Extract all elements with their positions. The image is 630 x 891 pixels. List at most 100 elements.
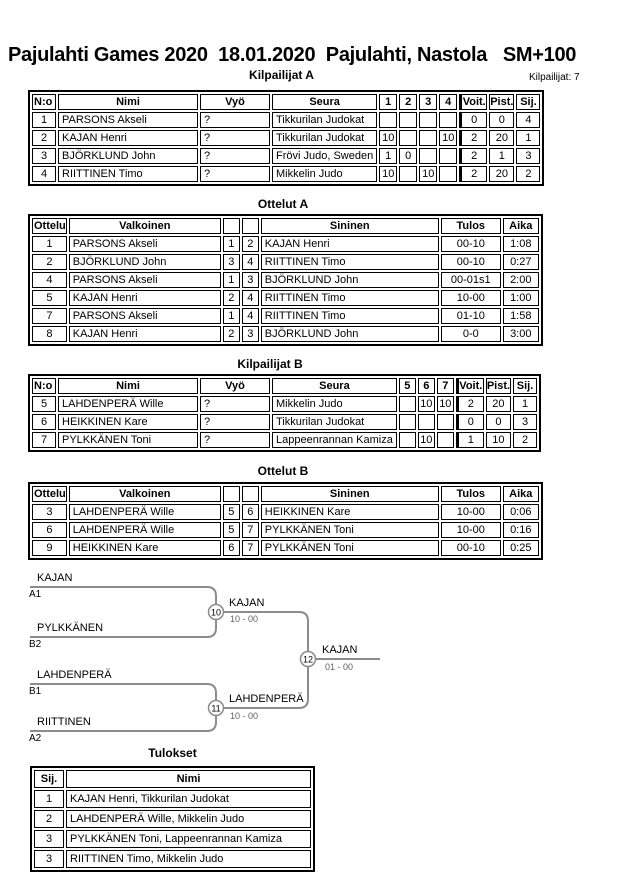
blue-number: 3 — [241, 326, 259, 342]
match-time: 0:27 — [502, 254, 539, 270]
place-value: 1 — [513, 396, 538, 412]
blue-competitor: RIITTINEN Timo — [260, 308, 439, 324]
matches-b-heading: Ottelut B — [257, 464, 309, 478]
blue-competitor: BJÖRKLUND John — [260, 326, 439, 342]
match-time: 3:00 — [502, 326, 539, 342]
place-value: 3 — [516, 148, 541, 164]
wins-value: 2 — [459, 148, 488, 164]
bracket-slot-seed: B2 — [29, 639, 42, 650]
pool-a-row: 4 RIITTINEN Timo ? Mikkelin Judo 10 10 2… — [32, 166, 541, 182]
blue-number: 7 — [241, 540, 259, 556]
pool-a-row: 2 KAJAN Henri ? Tikkurilan Judokat 10 10… — [32, 130, 541, 146]
blue-competitor: KAJAN Henri — [260, 236, 439, 252]
score-vs-3 — [419, 130, 438, 146]
result-place: 1 — [34, 790, 64, 808]
competitor-club: Tikkurilan Judokat — [272, 112, 378, 128]
col-header-opp4: 4 — [439, 94, 458, 110]
pool-b-heading: Kilpailijat B — [237, 357, 303, 371]
bracket-line-slot-b2 — [30, 620, 217, 638]
col-header-no: N:o — [32, 378, 56, 394]
col-header-belt: Vyö — [200, 378, 270, 394]
competitor-name: BJÖRKLUND John — [58, 148, 198, 164]
match-number: 2 — [32, 254, 67, 270]
score-vs-2 — [399, 166, 418, 182]
pool-b-table: N:o Nimi Vyö Seura 5 6 7 Voit. Pist. Sij… — [28, 374, 542, 452]
blue-number: 6 — [241, 504, 259, 520]
competitor-belt: ? — [200, 130, 270, 146]
competitor-belt: ? — [200, 396, 270, 412]
competitor-name: HEIKKINEN Kare — [58, 414, 198, 430]
points-value: 10 — [485, 432, 512, 448]
match-result: 00-10 — [440, 254, 501, 270]
white-number: 5 — [222, 504, 240, 520]
match-number: 9 — [32, 540, 67, 556]
result-place: 3 — [34, 850, 64, 868]
col-header-name: Nimi — [58, 378, 198, 394]
score-vs-2 — [399, 112, 418, 128]
match-number: 6 — [32, 522, 67, 538]
score-vs-4: 10 — [439, 130, 458, 146]
participant-count: Kilpailijat: 7 — [529, 72, 580, 83]
bracket-slot-name: KAJAN — [37, 572, 73, 584]
score-vs-1: 10 — [379, 130, 398, 146]
col-header-result: Tulos — [440, 218, 501, 234]
white-competitor: BJÖRKLUND John — [68, 254, 221, 270]
place-value: 1 — [516, 130, 541, 146]
score-vs-6 — [417, 414, 435, 430]
wins-value: 2 — [455, 396, 484, 412]
blue-competitor: RIITTINEN Timo — [260, 290, 439, 306]
score-vs-5 — [398, 414, 416, 430]
points-value: 1 — [489, 148, 515, 164]
white-competitor: HEIKKINEN Kare — [68, 540, 221, 556]
white-competitor: PARSONS Akseli — [68, 236, 221, 252]
white-number: 2 — [222, 326, 240, 342]
wins-value: 0 — [459, 112, 488, 128]
match-11-circle — [207, 699, 225, 717]
match-12-number: 12 — [303, 655, 313, 665]
matches-a-header-row: Ottelu Valkoinen Sininen Tulos Aika — [32, 218, 539, 234]
place-value: 3 — [513, 414, 538, 430]
competitor-belt: ? — [200, 432, 270, 448]
pool-a-heading: Kilpailijat A — [249, 68, 314, 82]
score-vs-2: 0 — [399, 148, 418, 164]
col-header-place: Sij. — [516, 94, 541, 110]
matches-a-heading: Ottelut A — [257, 197, 309, 211]
page-title: Pajulahti Games 2020 18.01.2020 Pajulaht… — [8, 44, 577, 66]
match-time: 0:25 — [502, 540, 539, 556]
match-result: 10-00 — [440, 522, 501, 538]
match-10-number: 10 — [211, 608, 221, 618]
matches-a-table: Ottelu Valkoinen Sininen Tulos Aika 1 PA… — [28, 214, 543, 346]
white-number: 1 — [222, 308, 240, 324]
score-vs-3: 10 — [419, 166, 438, 182]
col-header-points: Pist. — [489, 94, 515, 110]
pool-a-table: N:o Nimi Vyö Seura 1 2 3 4 Voit. Pist. S… — [28, 90, 545, 186]
match-number: 4 — [32, 272, 67, 288]
competitor-belt: ? — [200, 166, 270, 182]
white-competitor: KAJAN Henri — [68, 326, 221, 342]
match-number: 8 — [32, 326, 67, 342]
col-header-blue-no — [241, 486, 259, 502]
semifinal-2-winner: LAHDENPERÄ — [229, 693, 304, 705]
col-header-blue: Sininen — [260, 218, 439, 234]
match-result: 00-10 — [440, 540, 501, 556]
col-header-club: Seura — [272, 94, 378, 110]
col-header-opp2: 2 — [399, 94, 418, 110]
semifinal-1-score: 10 - 00 — [230, 614, 259, 624]
points-value: 20 — [485, 396, 512, 412]
score-vs-4 — [439, 166, 458, 182]
result-name: PYLKKÄNEN Toni, Lappeenrannan Kamiza — [66, 830, 311, 848]
match-number: 5 — [32, 290, 67, 306]
competitor-number: 2 — [32, 130, 56, 146]
col-header-opp6: 6 — [417, 378, 435, 394]
results-row: 3 PYLKKÄNEN Toni, Lappeenrannan Kamiza — [34, 830, 311, 848]
white-number: 2 — [222, 290, 240, 306]
score-vs-4 — [439, 112, 458, 128]
competitor-club: Lappeenrannan Kamiza — [272, 432, 397, 448]
match-number: 1 — [32, 236, 67, 252]
col-header-no: N:o — [32, 94, 56, 110]
bracket-diagram: 10 11 12 — [30, 586, 380, 732]
competitor-club: Tikkurilan Judokat — [272, 130, 378, 146]
match-time: 1:58 — [502, 308, 539, 324]
match-result: 00-01s1 — [440, 272, 501, 288]
result-name: KAJAN Henri, Tikkurilan Judokat — [66, 790, 311, 808]
